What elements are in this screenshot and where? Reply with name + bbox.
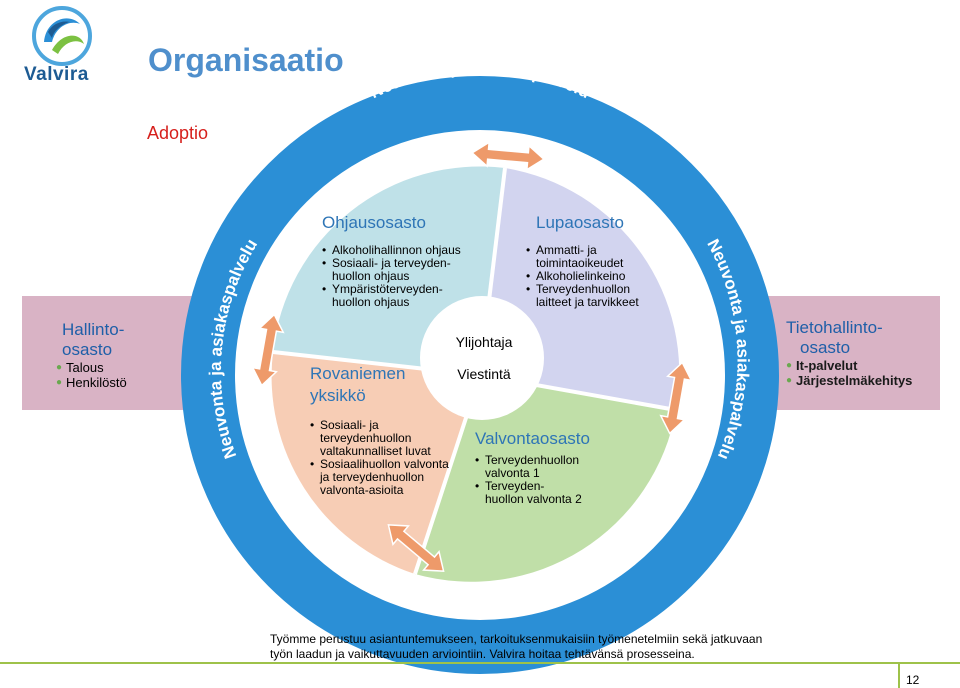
- segment-valvonta: [415, 375, 676, 582]
- page-subtitle: Adoptio: [147, 123, 209, 143]
- footer-text: Työmme perustuu asiantuntemukseen, tarko…: [270, 632, 830, 662]
- rovaniemi-item-cont: valtakunnalliset luvat: [320, 444, 431, 458]
- double-arrow-left-icon: [251, 313, 285, 387]
- tietohallinto-unit: Tietohallinto- osasto ●It-palvelut ●Järj…: [786, 318, 936, 388]
- valvonta-item: Terveydenhuollon: [475, 454, 582, 468]
- hallinto-item: ●Talous: [56, 360, 104, 375]
- lupa-list: Ammatti- ja toimintaoikeudet Alkoholieli…: [526, 244, 639, 309]
- lupa-item: Ammatti- ja: [526, 244, 639, 258]
- footer-line-2: työn laadun ja vaikuttavuuden arviointii…: [270, 647, 695, 661]
- hallinto-unit: Hallinto- osasto ●Talous ●Henkilöstö: [56, 320, 166, 390]
- valvonta-item-cont: valvonta 1: [485, 466, 540, 480]
- ohjaus-title: Ohjausosasto: [322, 213, 426, 232]
- ohjaus-list: Alkoholihallinnon ohjaus Sosiaali- ja te…: [322, 244, 461, 309]
- ohjaus-item: Ympäristöterveyden-: [322, 283, 461, 297]
- center-line1: Ylijohtaja: [456, 334, 513, 350]
- footer-divider: [0, 662, 960, 664]
- tietohallinto-item: ●Järjestelmäkehitys: [786, 373, 913, 388]
- ohjaus-item: Alkoholihallinnon ohjaus: [322, 244, 461, 258]
- ohjaus-item-cont: huollon ohjaus: [332, 269, 410, 283]
- valvonta-list: Terveydenhuollon valvonta 1 Terveyden- h…: [475, 454, 582, 506]
- lupa-item-cont: laitteet ja tarvikkeet: [536, 295, 639, 309]
- center-disc: [420, 296, 544, 420]
- center-line2: Viestintä: [457, 366, 511, 382]
- ohjaus-item-cont: huollon ohjaus: [332, 295, 410, 309]
- lupa-item: Alkoholielinkeino: [526, 270, 639, 284]
- rovaniemi-title-1: Rovaniemen: [310, 364, 406, 383]
- footer-line-1: Työmme perustuu asiantuntemukseen, tarko…: [270, 632, 763, 646]
- lupa-item: Terveydenhuollon: [526, 283, 639, 297]
- logo-text: Valvira: [24, 64, 89, 85]
- page-number: 12: [906, 673, 920, 687]
- rovaniemi-list: Sosiaali- ja terveydenhuollon valtakunna…: [310, 419, 449, 497]
- page-number-box: [898, 664, 958, 688]
- rovaniemi-item: Sosiaali- ja: [310, 419, 449, 433]
- page-title: Organisaatio: [148, 42, 344, 78]
- valvira-logo-icon: [32, 6, 92, 66]
- double-arrow-right-icon: [659, 361, 693, 435]
- rovaniemi-item-cont: ja terveydenhuollon: [320, 470, 425, 484]
- double-arrow-bottom-icon: [387, 524, 445, 572]
- tietohallinto-item: ●It-palvelut: [786, 358, 858, 373]
- rovaniemi-title: Rovaniemen yksikkö: [310, 363, 405, 407]
- double-arrow-top-icon: [470, 140, 546, 172]
- rovaniemi-title-2: yksikkö: [310, 386, 366, 405]
- rovaniemi-item: Sosiaalihuollon valvonta: [310, 458, 449, 472]
- hallinto-heading-2: osasto: [62, 340, 113, 359]
- valvonta-item: Terveyden-: [475, 480, 582, 494]
- valvonta-item-cont: huollon valvonta 2: [485, 492, 582, 506]
- lupa-item-cont: toimintaoikeudet: [536, 256, 624, 270]
- tietohallinto-heading-2: osasto: [800, 338, 851, 357]
- hallinto-heading-1: Hallinto-: [62, 320, 125, 339]
- rovaniemi-item-cont: terveydenhuollon: [320, 431, 412, 445]
- lupa-title: Lupaosasto: [536, 213, 624, 232]
- tietohallinto-heading-1: Tietohallinto-: [786, 318, 883, 337]
- ohjaus-item: Sosiaali- ja terveyden-: [322, 257, 461, 271]
- valvonta-title: Valvontaosasto: [475, 429, 590, 448]
- rovaniemi-item-cont: valvonta-asioita: [320, 483, 404, 497]
- hallinto-item: ●Henkilöstö: [56, 375, 127, 390]
